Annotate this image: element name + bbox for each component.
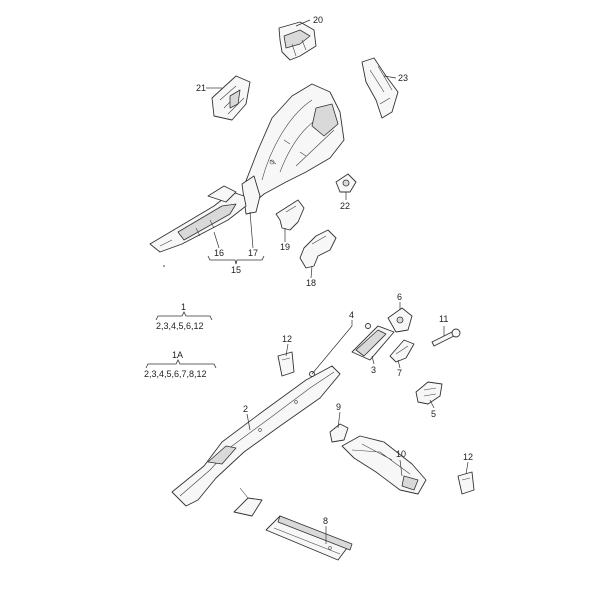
callout-16: 16 — [214, 248, 224, 258]
callout-19: 19 — [280, 242, 290, 252]
part-5 — [415, 381, 443, 405]
callout-4: 4 — [349, 310, 354, 320]
part-11-bolt — [431, 328, 461, 347]
callout-5: 5 — [431, 409, 436, 419]
group-15-brace — [207, 255, 265, 265]
part-8-sill — [265, 515, 353, 561]
part-21 — [211, 75, 251, 121]
callout-20: 20 — [313, 15, 323, 25]
callout-3: 3 — [371, 365, 376, 375]
part-12-upper — [277, 351, 295, 377]
callout-6: 6 — [397, 292, 402, 302]
callout-15: 15 — [231, 265, 241, 275]
callout-8: 8 — [323, 516, 328, 526]
callout-12-lower: 12 — [463, 452, 473, 462]
callout-2: 2 — [243, 404, 248, 414]
part-12-lower — [457, 471, 475, 495]
callout-10: 10 — [396, 449, 406, 459]
part-19 — [275, 199, 305, 231]
callout-12-upper: 12 — [282, 334, 292, 344]
part-18 — [299, 229, 337, 269]
callout-9: 9 — [336, 402, 341, 412]
part-2-longitudinal-member — [171, 365, 341, 517]
part-20 — [278, 21, 317, 61]
part-23 — [361, 57, 399, 119]
part-17-wheel-housing — [241, 83, 345, 215]
callout-7: 7 — [397, 368, 402, 378]
legend-1-label: 1 — [181, 302, 186, 312]
legend-1a-label: 1A — [172, 350, 183, 360]
part-4 — [365, 323, 371, 329]
part-3 — [351, 325, 395, 361]
callout-18: 18 — [306, 278, 316, 288]
legend-1a-contents: 2,3,4,5,6,7,8,12 — [144, 369, 207, 379]
part-10 — [341, 435, 427, 495]
callout-21: 21 — [196, 83, 206, 93]
legend-1a-brace — [145, 359, 217, 369]
part-22 — [335, 173, 357, 193]
callout-17: 17 — [248, 248, 258, 258]
part-6 — [387, 307, 413, 333]
leader-lines — [206, 19, 469, 544]
part-9 — [329, 423, 349, 443]
part-7 — [389, 339, 415, 363]
part-16-member — [149, 185, 247, 267]
legend-1-brace — [155, 311, 213, 321]
legend-1-contents: 2,3,4,5,6,12 — [156, 321, 204, 331]
callout-22: 22 — [340, 201, 350, 211]
callout-11: 11 — [439, 314, 448, 324]
callout-23: 23 — [398, 73, 408, 83]
